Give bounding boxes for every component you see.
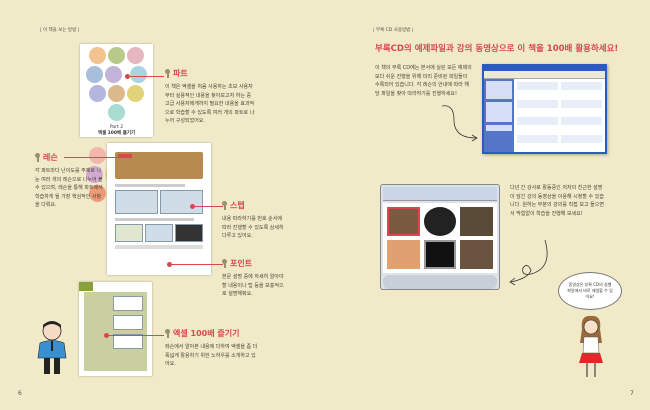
callout-step: 스텝 내용 따라하기를 번호 순서에 따라 진행할 수 있도록 상세히 다루고 … — [222, 200, 287, 241]
lecture-video-paragraph: 다년 간 강사로 활동중인 저자의 친근한 설명이 담긴 강의 동영상을 이용해… — [510, 185, 604, 217]
callout-text: 이 책은 엑셀을 처음 사용하는 초보 사용자부터 실용적인 내용을 찾아보고자… — [165, 84, 255, 124]
curved-arrow-icon — [441, 105, 478, 142]
step-marker-dot — [190, 204, 195, 209]
woman-character-illustration — [579, 315, 603, 377]
callout-title: 파트 — [173, 69, 188, 78]
page-number-right: 7 — [630, 390, 634, 397]
explorer-window-screenshot — [482, 64, 607, 154]
part-connector — [128, 76, 164, 77]
callout-title: 레슨 — [43, 153, 58, 162]
callout-title: 포인트 — [230, 259, 253, 268]
key-icon — [165, 329, 170, 338]
left-section-header: | 이 책을 보는 방법 | — [40, 28, 80, 33]
cover-subtitle: 엑셀 100배 즐기기 — [97, 131, 136, 136]
lesson-page-thumbnail — [107, 143, 211, 275]
callout-text: 본문 설명 중에 자세히 알아야 할 내용이나 팁 등을 보충적으로 설명해줘요… — [222, 274, 284, 297]
right-section-header: | 부록 CD 사용방법 | — [373, 28, 414, 33]
callout-point: 포인트 본문 설명 중에 자세히 알아야 할 내용이나 팁 등을 보충적으로 설… — [222, 258, 287, 299]
callout-lesson: 레슨 각 파트마다 난이도를 주제로 나눈 여러 개의 레슨으로 나누어 볼 수… — [35, 152, 103, 210]
key-icon — [165, 69, 170, 78]
callout-title: 스텝 — [230, 201, 245, 210]
callout-title: 엑셀 100배 즐기기 — [173, 329, 240, 338]
callout-text: 각 파트마다 난이도를 주제로 나눈 여러 개의 레슨으로 나누어 볼 수 있으… — [35, 168, 103, 208]
part-cover-thumbnail: Part 2 엑셀 100배 즐기기 — [80, 44, 153, 221]
lesson-connector — [64, 157, 119, 158]
callout-part: 파트 이 책은 엑셀을 처음 사용하는 초보 사용자부터 실용적인 내용을 찾아… — [165, 68, 255, 126]
speech-bubble-text: 동영상은 부록 CD의 실행 파일에서 바로 재생할 수 있어요! — [567, 282, 613, 299]
man-character-illustration — [37, 321, 67, 374]
part-marker-dot — [125, 74, 130, 79]
step-connector — [193, 206, 223, 207]
curly-arrow-icon — [509, 239, 548, 286]
excel-100-page-thumbnail — [79, 282, 152, 376]
excel-100-marker-dot — [104, 333, 109, 338]
point-connector — [170, 264, 223, 265]
point-marker-dot — [167, 262, 172, 267]
page-number-left: 6 — [18, 390, 22, 397]
speech-bubble: 동영상은 부록 CD의 실행 파일에서 바로 재생할 수 있어요! — [558, 272, 622, 310]
callout-text: 레슨에서 알아본 내용에 더하여 엑셀을 좀 더 폭넓게 활용하기 위한 노하우… — [165, 344, 258, 367]
cd-headline: 부록CD의 예제파일과 강의 동영상으로 이 책을 100배 활용하세요! — [375, 44, 619, 54]
key-icon — [222, 259, 227, 268]
key-icon — [35, 153, 40, 162]
callout-text: 내용 따라하기를 번호 순서에 따라 진행할 수 있도록 상세히 다루고 있어요… — [222, 216, 284, 239]
excel-100-connector — [107, 335, 164, 336]
callout-excel-100: 엑셀 100배 즐기기 레슨에서 알아본 내용에 더하여 엑셀을 좀 더 폭넓게… — [165, 328, 260, 369]
cd-files-paragraph: 이 책의 부록 CD에는 본서에 실린 모든 예제의 보다 쉬운 진행을 위해 … — [375, 65, 472, 97]
cover-part: Part 2 — [109, 125, 124, 130]
key-icon — [222, 201, 227, 210]
video-player-screenshot — [380, 184, 500, 290]
